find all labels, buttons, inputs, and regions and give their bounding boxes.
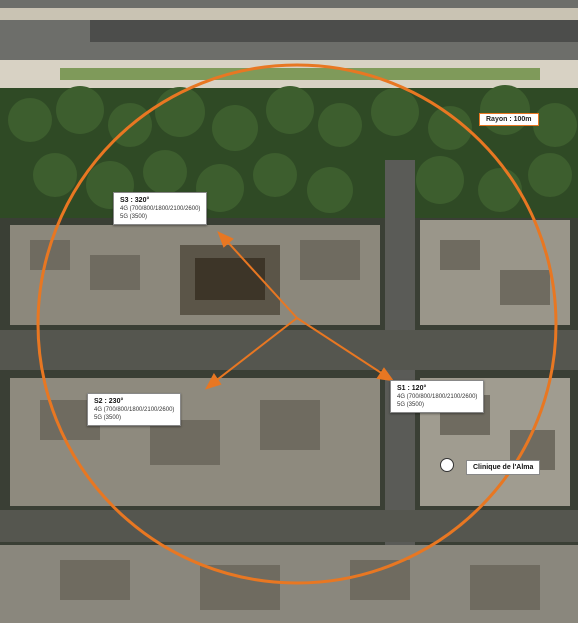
arrowhead-s2: [204, 373, 222, 390]
sector-4g-s2: 4G (700/800/1800/2100/2600): [94, 407, 175, 413]
sector-label-s1: S1 : 120° 4G (700/800/1800/2100/2600) 5G…: [390, 380, 485, 413]
arrow-s3: [223, 237, 298, 319]
lawn-strip: [60, 68, 540, 80]
top-sidewalk: [0, 8, 578, 20]
arrow-s1: [296, 317, 387, 377]
sector-title-s3: S3 : 320°: [120, 197, 150, 204]
sector-title-s2: S2 : 230°: [94, 398, 124, 405]
sector-arrows: [204, 231, 395, 390]
top-lane: [90, 20, 578, 42]
sector-5g-s3: 5G (3500): [120, 214, 148, 220]
radius-label: Rayon : 100m: [479, 113, 539, 126]
sector-4g-s1: 4G (700/800/1800/2100/2600): [397, 394, 478, 400]
sector-5g-s2: 5G (3500): [94, 415, 122, 421]
lower-street: [0, 510, 578, 542]
main-street: [0, 330, 578, 370]
arrowhead-s1: [376, 367, 395, 382]
sector-label-s2: S2 : 230° 4G (700/800/1800/2100/2600) 5G…: [87, 393, 182, 426]
sector-4g-s3: 4G (700/800/1800/2100/2600): [120, 206, 201, 212]
clinic-label: Clinique de l'Alma: [466, 460, 541, 475]
sector-title-s1: S1 : 120°: [397, 385, 427, 392]
arrowhead-s3: [217, 231, 234, 248]
clinic-marker[interactable]: [440, 458, 454, 472]
courtyard: [195, 258, 265, 300]
arrow-s2: [212, 317, 298, 384]
sector-label-s3: S3 : 320° 4G (700/800/1800/2100/2600) 5G…: [113, 192, 208, 225]
coverage-ring: [36, 63, 558, 585]
sector-5g-s1: 5G (3500): [397, 402, 425, 408]
